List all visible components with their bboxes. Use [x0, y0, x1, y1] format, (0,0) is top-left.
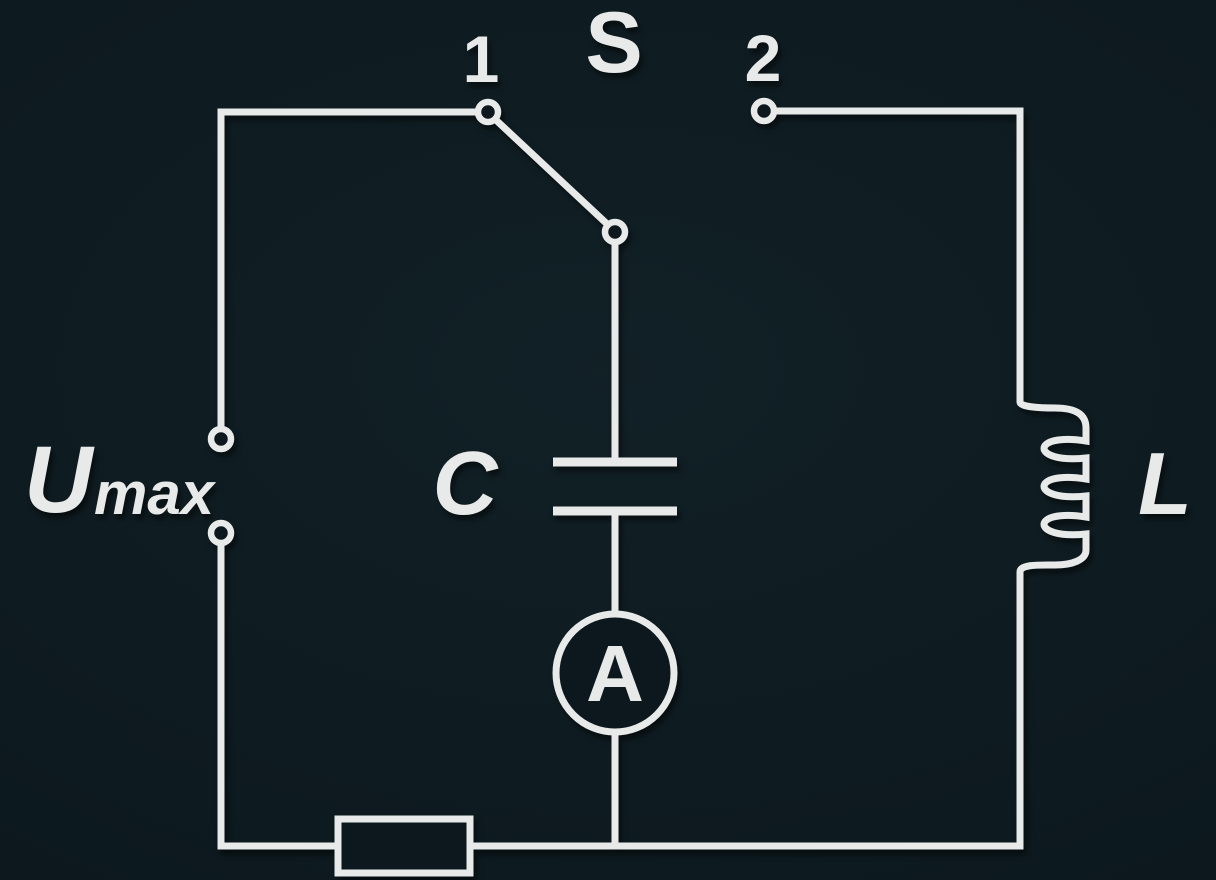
- source-terminal-bottom-node: [207, 519, 235, 547]
- inductor-label: L: [1138, 434, 1192, 533]
- ammeter-label: A: [586, 629, 644, 718]
- circuit-graphics: S 1 2 U max C L A: [24, 0, 1192, 877]
- switch-position-2-label: 2: [745, 21, 782, 95]
- wire-left-bottom: [217, 542, 345, 850]
- switch-label: S: [585, 0, 642, 91]
- source-terminal-top-node: [207, 425, 235, 453]
- resistor-box: [334, 815, 474, 877]
- wire-left-top: [217, 108, 479, 430]
- wire-right-and-inductor-coil: [773, 107, 1090, 850]
- switch-pole-2-node: [750, 97, 778, 125]
- switch-pole-1-node: [474, 98, 502, 126]
- voltage-source-label: U: [24, 427, 95, 533]
- switch-pivot-node: [601, 218, 629, 246]
- switch-blade: [492, 116, 610, 227]
- switch-position-1-label: 1: [463, 22, 500, 96]
- capacitor-label: C: [433, 434, 500, 534]
- voltage-source-subscript: max: [94, 460, 217, 527]
